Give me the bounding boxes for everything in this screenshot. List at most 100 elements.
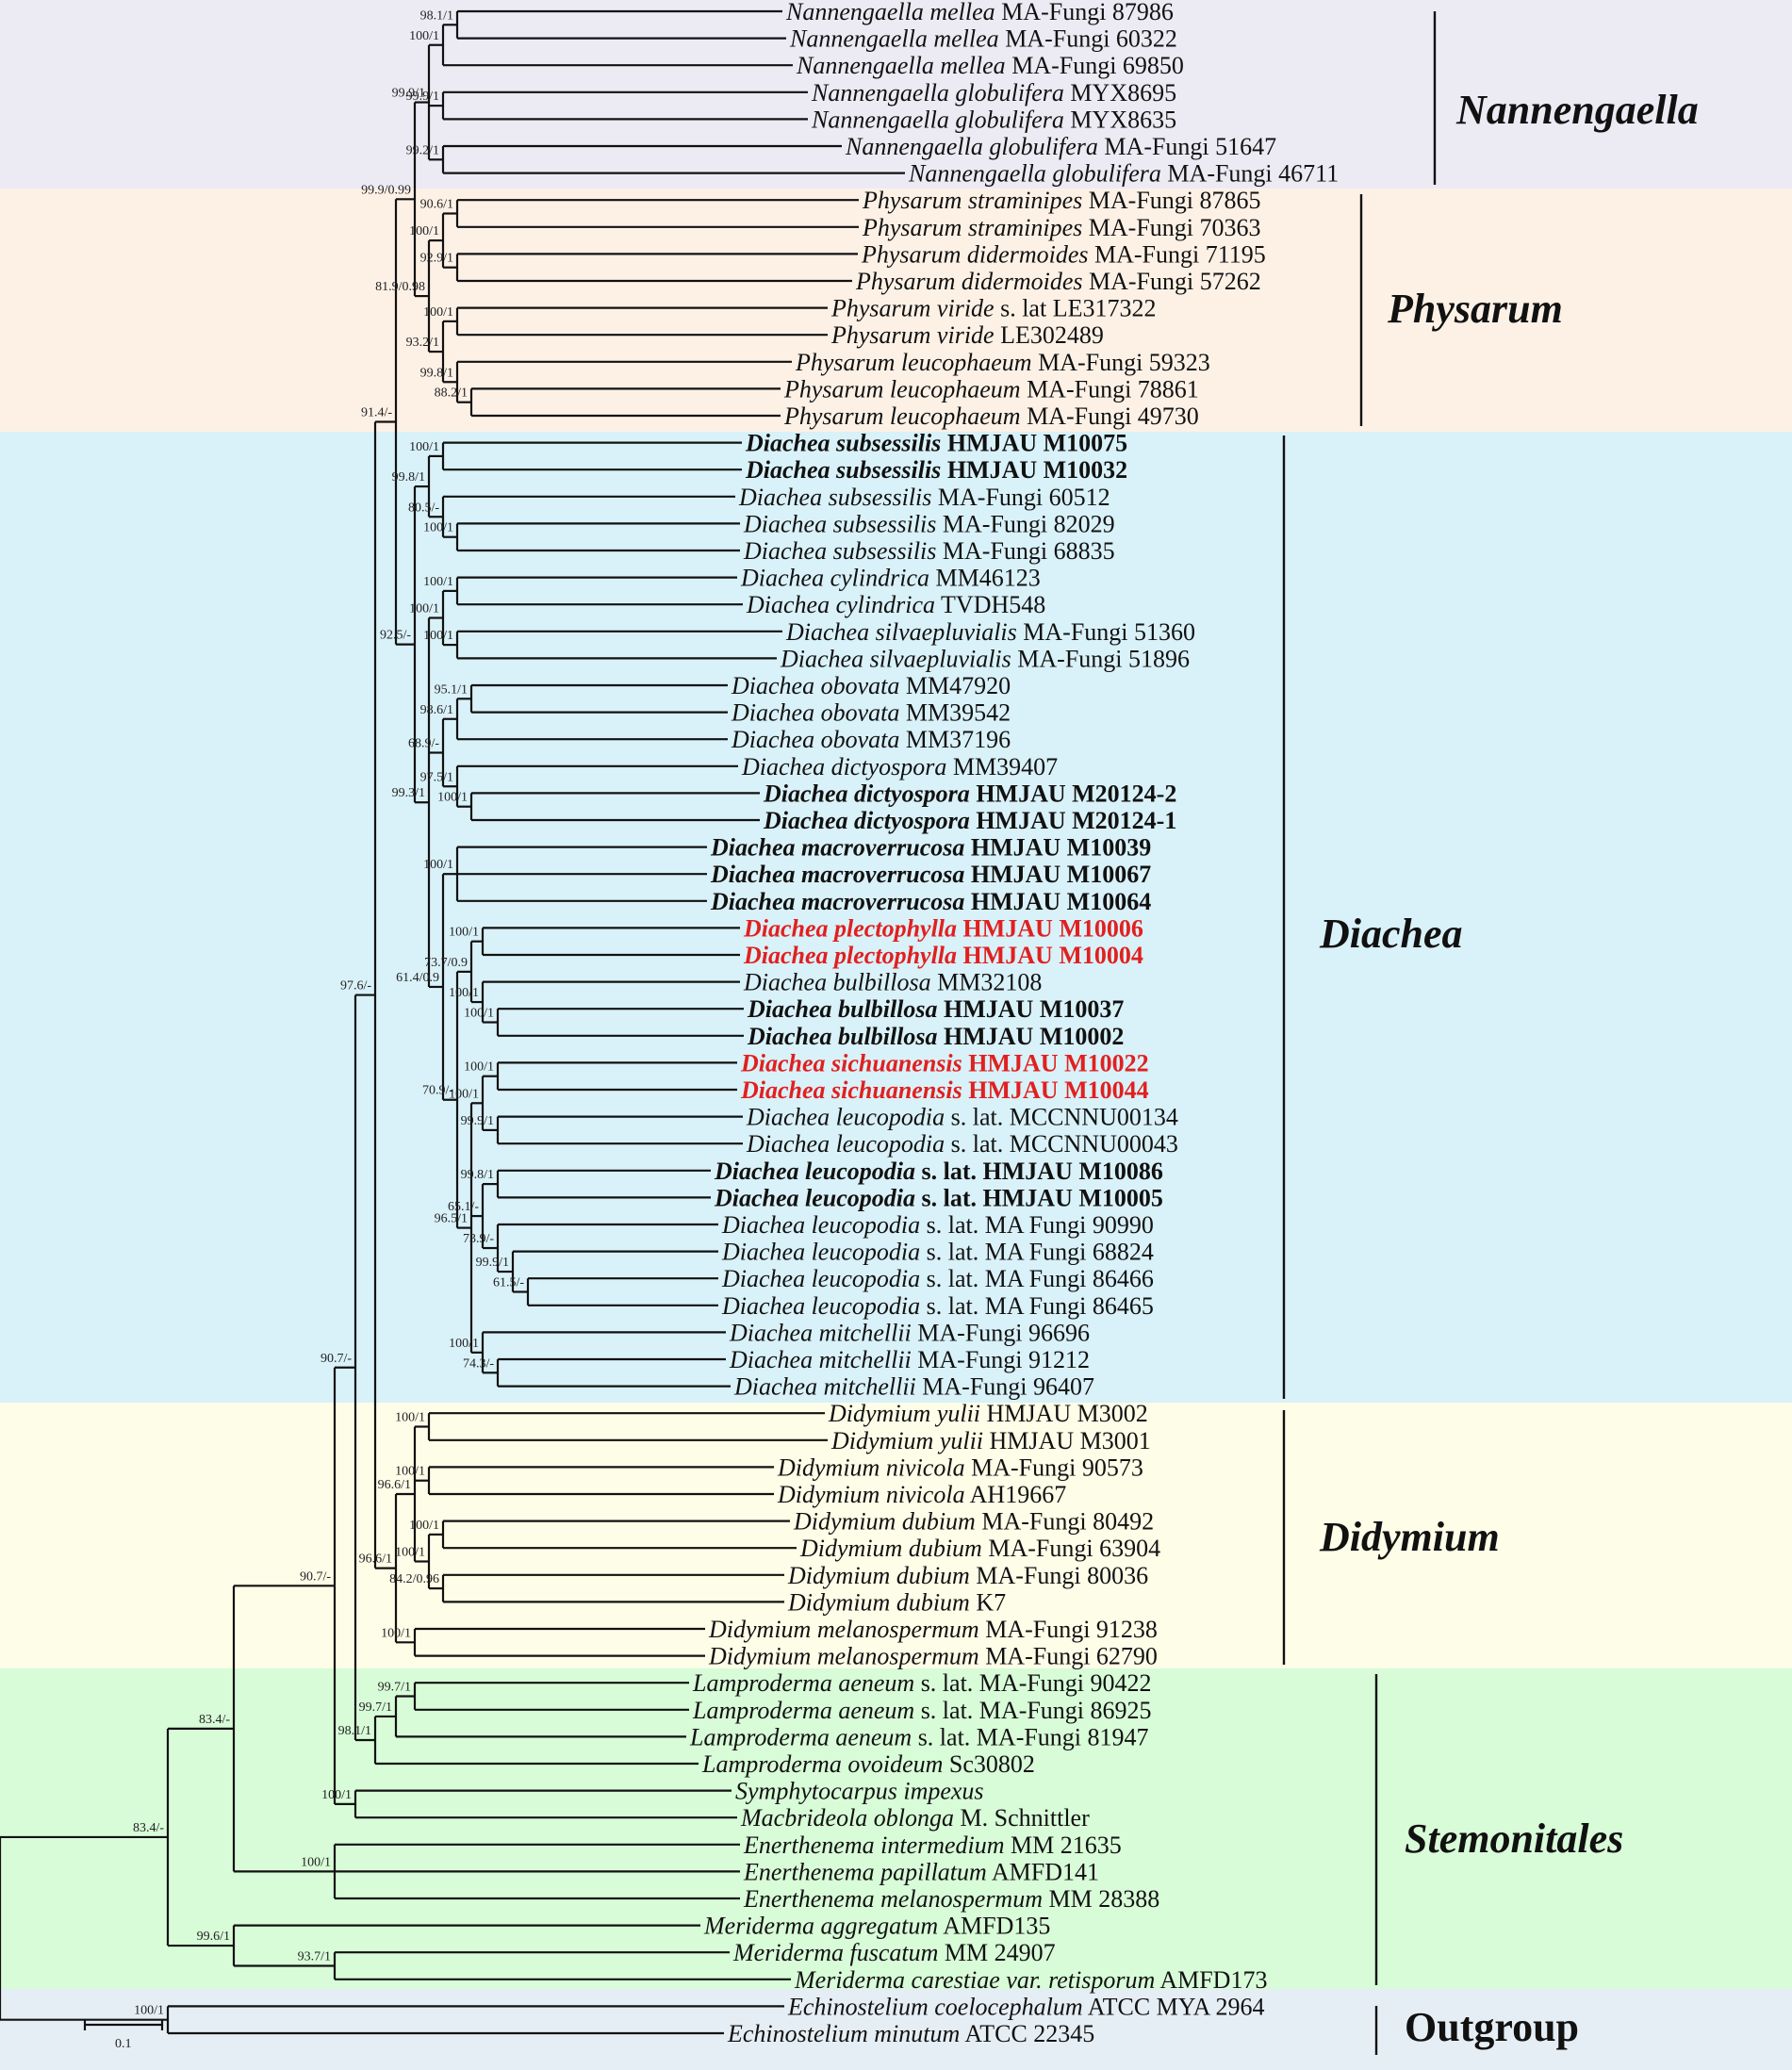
tip-label-7: Physarum straminipes MA-Fungi 87865 — [862, 187, 1261, 214]
tip-label-36: Diachea bulbillosa MM32108 — [743, 969, 1042, 996]
band-nannengaella — [0, 0, 1792, 189]
support-value-65: 99.6/1 — [197, 1930, 230, 1944]
support-value-54: 96.6/1 — [359, 1552, 392, 1567]
band-physarum — [0, 189, 1792, 432]
clade-name-physarum: Physarum — [1387, 286, 1563, 332]
support-value-41: 96.5/1 — [435, 1212, 468, 1226]
support-value-33: 100/1 — [449, 1087, 479, 1101]
clade-names: Nannengaella Physarum Diachea Didymium S… — [1319, 87, 1699, 2050]
tip-label-68: Enerthenema intermedium MM 21635 — [743, 1832, 1122, 1859]
support-value-26: 100/1 — [423, 858, 453, 872]
tip-label-20: Diachea subsessilis MA-Fungi 68835 — [743, 537, 1115, 565]
tip-label-18: Diachea subsessilis MA-Fungi 60512 — [738, 484, 1110, 511]
tip-label-62: Lamproderma aeneum s. lat. MA-Fungi 9042… — [692, 1669, 1152, 1697]
support-value-1: 100/1 — [409, 29, 439, 43]
tip-label-30: Diachea dictyospora HMJAU M20124-1 — [763, 807, 1176, 834]
tip-label-42: Diachea leucopodia s. lat. MCCNNU00043 — [746, 1130, 1178, 1158]
tip-label-69: Enerthenema papillatum AMFD141 — [743, 1858, 1099, 1885]
tip-label-64: Lamproderma aeneum s. lat. MA-Fungi 8194… — [689, 1723, 1149, 1750]
support-value-12: 81.9/0.98 — [375, 280, 425, 294]
support-value-53: 100/1 — [381, 1626, 411, 1640]
tip-label-15: Physarum leucophaeum MA-Fungi 49730 — [783, 402, 1199, 430]
tip-label-66: Symphytocarpus impexus — [735, 1778, 984, 1805]
support-value-67: 100/1 — [134, 2004, 164, 2018]
tip-label-24: Diachea silvaepluvialis MA-Fungi 51896 — [780, 645, 1190, 672]
support-value-13: 99.9/0.99 — [361, 183, 411, 197]
tip-label-16: Diachea subsessilis HMJAU M10075 — [745, 430, 1127, 457]
tip-label-45: Diachea leucopodia s. lat. MA Fungi 9099… — [721, 1211, 1154, 1239]
tip-label-49: Diachea mitchellii MA-Fungi 96696 — [729, 1319, 1090, 1346]
support-value-16: 80.5/- — [408, 501, 439, 515]
tip-label-75: Echinostelium minutum ATCC 22345 — [727, 2020, 1094, 2047]
support-value-28: 100/1 — [464, 1007, 494, 1021]
clade-name-diachea: Diachea — [1319, 911, 1463, 957]
support-value-31: 100/1 — [464, 1060, 494, 1075]
support-value-7: 100/1 — [409, 224, 439, 238]
tip-label-48: Diachea leucopodia s. lat. MA Fungi 8646… — [721, 1292, 1154, 1320]
tip-label-52: Didymium yulii HMJAU M3002 — [828, 1400, 1148, 1427]
support-value-0: 98.1/1 — [420, 8, 453, 23]
tip-label-43: Diachea leucopodia s. lat. HMJAU M10086 — [714, 1158, 1163, 1185]
clade-name-didymium: Didymium — [1319, 1514, 1500, 1560]
tip-label-23: Diachea silvaepluvialis MA-Fungi 51360 — [785, 618, 1195, 646]
tip-label-32: Diachea macroverrucosa HMJAU M10067 — [710, 861, 1151, 888]
support-value-63: 83.4/- — [199, 1713, 230, 1727]
support-value-50: 84.2/0.96 — [389, 1572, 439, 1586]
tip-label-54: Didymium nivicola MA-Fungi 90573 — [777, 1454, 1143, 1481]
tip-label-56: Didymium dubium MA-Fungi 80492 — [793, 1508, 1154, 1536]
clade-name-stemonitales: Stemonitales — [1405, 1815, 1623, 1862]
support-value-23: 100/1 — [437, 791, 468, 805]
support-value-42: 70.9/- — [422, 1084, 453, 1098]
support-values: 98.1/1100/199.9/199.2/199.9/190.6/192.9/… — [133, 8, 524, 2017]
tip-label-70: Enerthenema melanospermum MM 28388 — [743, 1885, 1159, 1913]
tip-label-53: Didymium yulii HMJAU M3001 — [830, 1427, 1151, 1454]
tip-label-57: Didymium dubium MA-Fungi 63904 — [799, 1535, 1160, 1562]
tip-label-60: Didymium melanospermum MA-Fungi 91238 — [708, 1616, 1158, 1643]
tip-label-55: Didymium nivicola AH19667 — [777, 1481, 1066, 1508]
tip-label-63: Lamproderma aeneum s. lat. MA-Fungi 8692… — [692, 1697, 1152, 1724]
scale-bar: 0.1 — [83, 2019, 164, 2051]
tip-label-21: Diachea cylindrica MM46123 — [740, 565, 1041, 592]
tip-label-1: Nannengaella mellea MA-Fungi 60322 — [789, 25, 1177, 53]
tip-label-40: Diachea sichuanensis HMJAU M10044 — [740, 1076, 1149, 1104]
support-value-43: 61.4/0.9 — [396, 971, 439, 985]
support-value-3: 99.2/1 — [406, 143, 439, 157]
support-value-38: 65.1/- — [448, 1200, 479, 1214]
tip-label-9: Physarum didermoides MA-Fungi 71195 — [861, 240, 1266, 268]
support-value-22: 98.6/1 — [420, 703, 453, 717]
tip-label-72: Meriderma fuscatum MM 24907 — [732, 1939, 1056, 1966]
tip-label-74: Echinostelium coelocephalum ATCC MYA 296… — [787, 1993, 1265, 2020]
support-value-17: 99.8/1 — [392, 470, 425, 485]
tip-label-59: Didymium dubium K7 — [787, 1588, 1006, 1616]
support-value-49: 100/1 — [409, 1519, 439, 1533]
band-stemonitales — [0, 1668, 1792, 1989]
tip-label-38: Diachea bulbillosa HMJAU M10002 — [747, 1023, 1124, 1050]
support-value-39: 74.3/- — [463, 1356, 494, 1371]
support-value-30: 73.7/0.9 — [424, 956, 468, 970]
tip-label-27: Diachea obovata MM37196 — [731, 726, 1011, 753]
support-value-2: 99.9/1 — [406, 90, 439, 104]
tip-label-73: Meriderma carestiae var. retisporum AMFD… — [794, 1966, 1267, 1994]
tip-label-58: Didymium dubium MA-Fungi 80036 — [787, 1562, 1148, 1589]
tip-labels: Nannengaella mellea MA-Fungi 87986Nannen… — [689, 0, 1339, 2047]
tip-label-35: Diachea plectophylla HMJAU M10004 — [743, 942, 1143, 969]
tip-label-4: Nannengaella globulifera MYX8635 — [811, 106, 1176, 133]
tip-label-19: Diachea subsessilis MA-Fungi 82029 — [743, 510, 1115, 537]
support-value-21: 95.1/1 — [435, 682, 468, 697]
tip-label-65: Lamproderma ovoideum Sc30802 — [701, 1750, 1035, 1778]
support-value-66: 83.4/- — [133, 1821, 164, 1835]
support-value-37: 73.9/- — [463, 1232, 494, 1246]
support-value-45: 92.5/- — [380, 629, 411, 643]
tip-label-71: Meriderma aggregatum AMFD135 — [703, 1913, 1050, 1940]
support-value-44: 99.3/1 — [392, 786, 425, 800]
support-value-15: 100/1 — [423, 521, 453, 535]
scale-bar-label: 0.1 — [115, 2037, 132, 2051]
support-value-10: 99.8/1 — [420, 366, 453, 380]
tip-label-13: Physarum leucophaeum MA-Fungi 59323 — [795, 349, 1210, 376]
support-value-36: 99.9/1 — [476, 1256, 509, 1270]
tip-label-5: Nannengaella globulifera MA-Fungi 51647 — [845, 133, 1276, 160]
support-value-8: 100/1 — [423, 305, 453, 320]
